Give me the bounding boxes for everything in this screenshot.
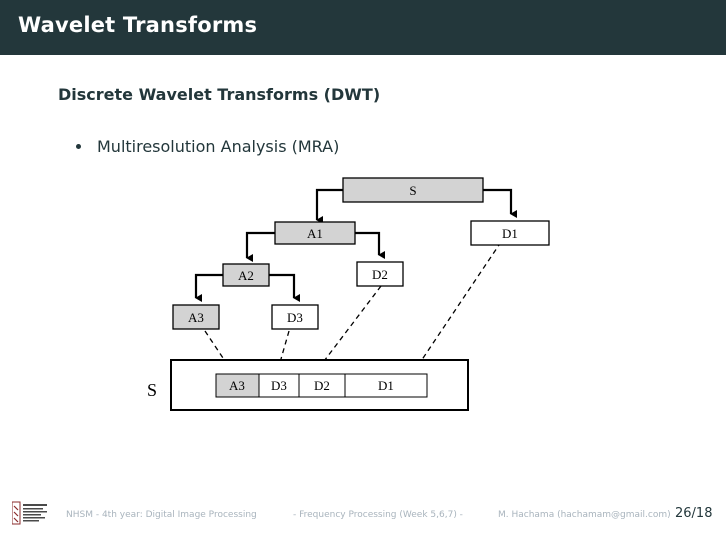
svg-text:A3: A3 (188, 310, 204, 325)
svg-text:D3: D3 (287, 310, 303, 325)
footer-topic: - Frequency Processing (Week 5,6,7) - (293, 510, 463, 520)
footer-author: M. Hachama (hachamam@gmail.com) (498, 510, 671, 520)
node-d2: D2 (356, 261, 404, 287)
svg-text:D2: D2 (372, 267, 388, 282)
node-d1: D1 (470, 220, 550, 246)
dashed-projections (204, 241, 502, 374)
node-d3: D3 (271, 304, 319, 330)
seg-d1: D1 (378, 378, 394, 393)
mra-diagram-svg: S A1 D1 A2 D2 A3 D3 S (147, 177, 550, 411)
svg-text:D1: D1 (502, 226, 518, 241)
nhsm-logo-icon (11, 501, 47, 525)
node-a3: A3 (172, 304, 220, 330)
section-title: Discrete Wavelet Transforms (DWT) (58, 85, 381, 104)
node-a1: A1 (274, 221, 356, 245)
tree-connectors (194, 188, 517, 302)
bullet-text: Multiresolution Analysis (MRA) (97, 137, 340, 156)
mra-diagram: S A1 D1 A2 D2 A3 D3 S (129, 174, 557, 412)
node-a2: A2 (222, 263, 270, 287)
signal-label: S (147, 380, 157, 400)
seg-d3: D3 (271, 378, 287, 393)
signal-bar: S A3 D3 D2 D1 (147, 359, 469, 411)
seg-d2: D2 (314, 378, 330, 393)
footer: NHSM - 4th year: Digital Image Processin… (0, 500, 726, 530)
bullet-dot-icon (76, 144, 81, 149)
svg-text:S: S (409, 183, 416, 198)
slide-title: Wavelet Transforms (18, 13, 258, 37)
node-s: S (342, 177, 484, 203)
bullet-item: Multiresolution Analysis (MRA) (76, 137, 339, 156)
institution-logo (11, 500, 50, 530)
seg-a3: A3 (229, 378, 245, 393)
page-number: 26/18 (675, 506, 713, 521)
title-bar: Wavelet Transforms (0, 0, 726, 55)
footer-course: NHSM - 4th year: Digital Image Processin… (66, 510, 257, 520)
svg-text:A1: A1 (307, 226, 323, 241)
svg-text:A2: A2 (238, 268, 254, 283)
